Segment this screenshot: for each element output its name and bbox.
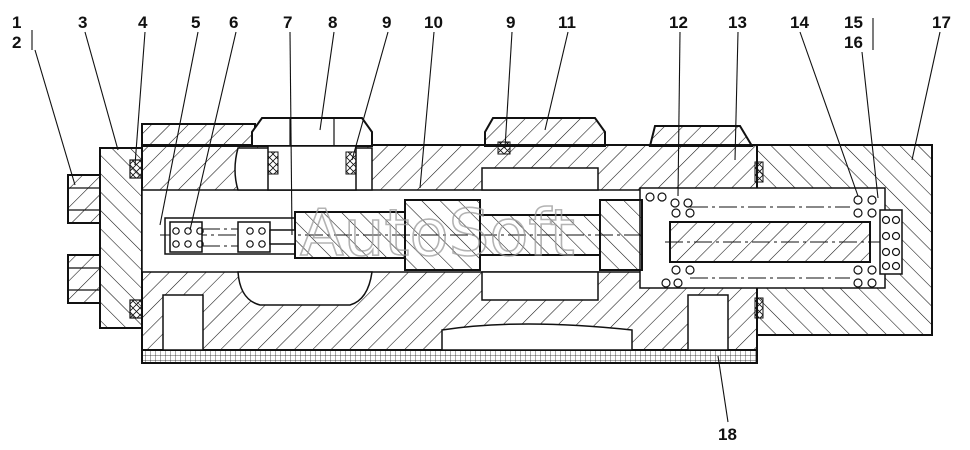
label-11: 11 — [558, 13, 576, 32]
label-15: 15 — [844, 13, 863, 32]
label-5: 5 — [191, 13, 200, 32]
label-9-right: 9 — [506, 13, 515, 32]
label-18: 18 — [718, 425, 737, 444]
label-12: 12 — [669, 13, 688, 32]
bottom-gasket — [141, 349, 758, 364]
leader-lines — [31, 18, 941, 423]
label-7: 7 — [283, 13, 292, 32]
label-8: 8 — [328, 13, 337, 32]
label-6: 6 — [229, 13, 238, 32]
label-3: 3 — [78, 13, 87, 32]
left-spring — [169, 221, 296, 253]
watermark-text: AutoSoft — [300, 197, 575, 271]
label-14: 14 — [790, 13, 809, 32]
label-17: 17 — [932, 13, 951, 32]
label-10: 10 — [424, 13, 443, 32]
label-2: 2 — [12, 33, 21, 52]
label-9-left: 9 — [382, 13, 391, 32]
bolt-heads — [67, 174, 101, 304]
spool — [160, 199, 645, 271]
label-1: 1 — [12, 13, 21, 32]
fitting-right — [484, 117, 606, 155]
label-13: 13 — [728, 13, 747, 32]
cap-seals — [754, 161, 764, 319]
label-4: 4 — [138, 13, 148, 32]
fitting-left — [251, 117, 373, 191]
label-16: 16 — [844, 33, 863, 52]
left-cover — [99, 147, 143, 329]
